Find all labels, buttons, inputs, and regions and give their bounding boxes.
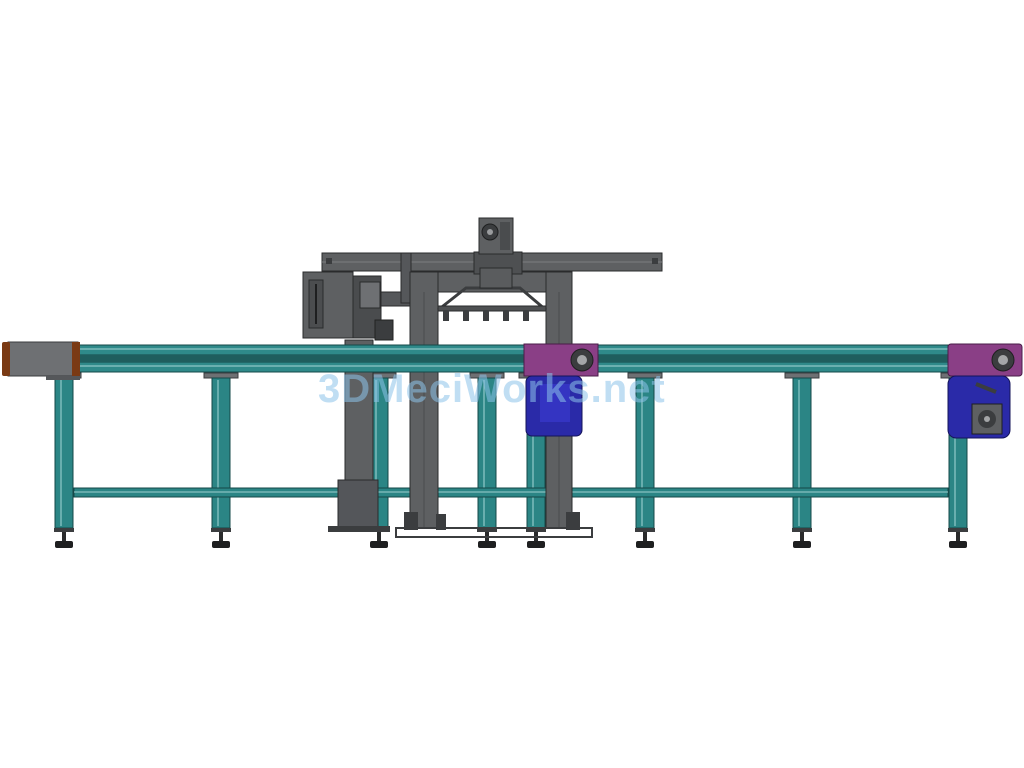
drive-roller-icon	[570, 348, 594, 372]
lower-cross-brace	[73, 487, 949, 498]
nozzle	[483, 311, 489, 321]
nozzle	[463, 311, 469, 321]
middle-drive-unit	[523, 343, 599, 437]
nozzle	[443, 311, 449, 321]
conveyor-left-end-cap	[2, 341, 80, 380]
nozzle	[503, 311, 509, 321]
gantry-structure	[302, 217, 663, 538]
gripper-nozzles	[443, 311, 529, 321]
right-drive-unit	[947, 343, 1023, 439]
gripper-head-icon	[478, 217, 514, 255]
conveyor-leg	[46, 372, 82, 548]
motor-icon	[525, 375, 583, 437]
conveyor-leg	[203, 372, 239, 548]
watermark-text: 3DMeciWorks.net	[318, 367, 666, 411]
motor-icon	[947, 375, 1011, 439]
drive-roller-icon	[991, 348, 1015, 372]
conveyor-leg	[784, 372, 820, 548]
nozzle	[523, 311, 529, 321]
